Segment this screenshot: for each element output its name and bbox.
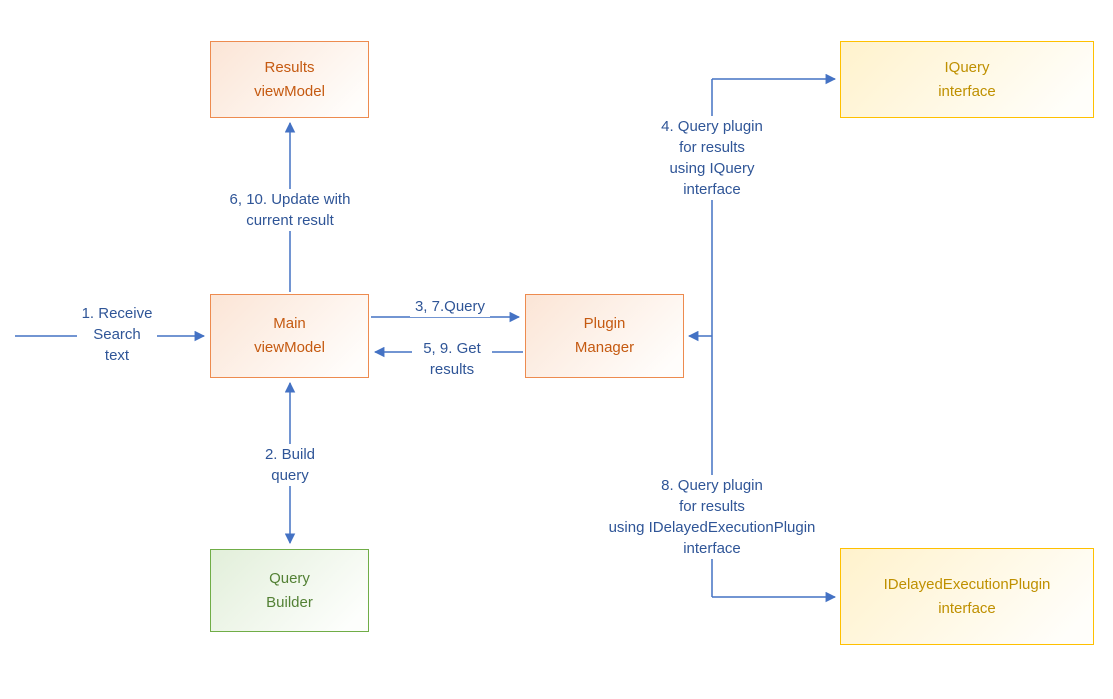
- node-results-viewmodel: Results viewModel: [210, 41, 369, 118]
- label-receive-search-text: 1. Receive Search text: [77, 303, 157, 366]
- label-update-with-current-result: 6, 10. Update with current result: [215, 189, 365, 231]
- node-plugin-manager-label: Plugin Manager: [574, 315, 635, 356]
- node-idelayedexecutionplugin-interface: IDelayedExecutionPlugin interface: [840, 548, 1094, 645]
- label-get-results: 5, 9. Get results: [412, 338, 492, 380]
- label-query: 3, 7.Query: [410, 296, 490, 317]
- node-iquery-interface: IQuery interface: [840, 41, 1094, 118]
- node-query-builder-label: Query Builder: [266, 569, 313, 611]
- label-query-plugin-iquery: 4. Query plugin for results using IQuery…: [652, 116, 772, 200]
- label-query-plugin-idelayed: 8. Query plugin for results using IDelay…: [594, 475, 830, 559]
- node-main-viewmodel: Main viewModel: [210, 294, 369, 378]
- node-main-viewmodel-label: Main viewModel: [254, 315, 325, 356]
- label-build-query: 2. Build query: [250, 444, 330, 486]
- node-results-viewmodel-label: Results viewModel: [254, 58, 325, 100]
- node-idelayedexecutionplugin-interface-label: IDelayedExecutionPlugin interface: [883, 575, 1051, 617]
- node-query-builder: Query Builder: [210, 549, 369, 632]
- node-plugin-manager: Plugin Manager: [525, 294, 684, 378]
- node-iquery-interface-label: IQuery interface: [938, 58, 996, 100]
